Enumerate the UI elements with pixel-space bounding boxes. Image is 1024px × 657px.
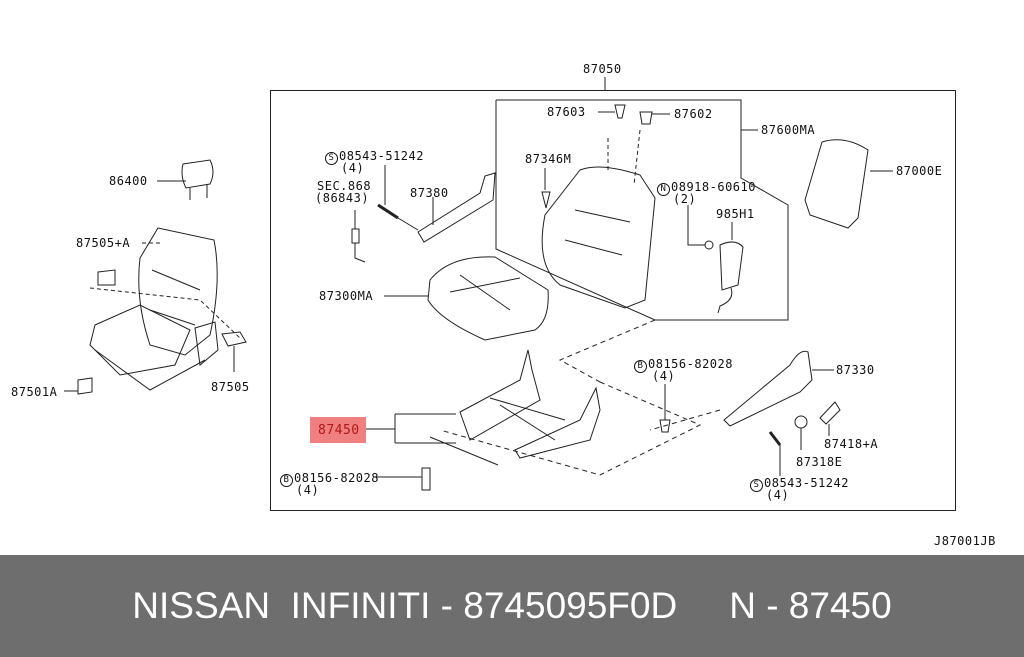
part-label-87330[interactable]: 87330 [836, 363, 875, 377]
part-label-87501a[interactable]: 87501A [11, 385, 58, 399]
qty-label: (4) [296, 483, 320, 497]
s-symbol-icon: S [750, 479, 763, 492]
part-label-87505[interactable]: 87505 [211, 380, 250, 394]
section-ref-label[interactable]: SEC.868 [317, 179, 372, 193]
part-label-87602[interactable]: 87602 [674, 107, 713, 121]
part-label-87380[interactable]: 87380 [410, 186, 449, 200]
part-label-87000e[interactable]: 87000E [896, 164, 943, 178]
qty-label: (4) [766, 488, 790, 502]
highlighted-part-87450[interactable]: 87450 [310, 417, 366, 443]
seat-adjuster-frame-icon [429, 349, 601, 466]
side-cover-icon [723, 350, 813, 427]
seatback-icon [541, 166, 656, 309]
back-board-icon [804, 139, 869, 229]
seatback-frame [495, 99, 789, 321]
part-label-87050[interactable]: 87050 [583, 62, 622, 76]
part-label-87505a[interactable]: 87505+A [76, 236, 131, 250]
part-label-87600ma[interactable]: 87600MA [761, 123, 816, 137]
part-label-985h1[interactable]: 985H1 [716, 207, 755, 221]
highlighted-part-label: 87450 [318, 423, 360, 438]
seat-cushion-icon [427, 256, 549, 341]
seat-assembly-icon [89, 227, 219, 391]
part-label-86400[interactable]: 86400 [109, 174, 148, 188]
section-part-label: (86843) [315, 191, 370, 205]
part-label-87418a[interactable]: 87418+A [824, 437, 879, 451]
qty-label: (2) [673, 192, 697, 206]
part-label-87346m[interactable]: 87346M [525, 152, 572, 166]
b-symbol-icon: B [280, 474, 293, 487]
part-number-banner: NISSAN INFINITI - 8745095F0D N - 87450 [0, 555, 1024, 657]
parts-diagram [64, 77, 956, 511]
part-label-87300ma[interactable]: 87300MA [319, 289, 374, 303]
assembly-frame [270, 90, 956, 511]
b-symbol-icon: B [634, 360, 647, 373]
part-label-87603[interactable]: 87603 [547, 105, 586, 119]
n-symbol-icon: N [657, 183, 670, 196]
s-symbol-icon: S [325, 152, 338, 165]
headrest-icon [181, 159, 214, 200]
banner-diagram-ref: N - 87450 [729, 585, 892, 626]
qty-label: (4) [341, 161, 365, 175]
part-label-87318e[interactable]: 87318E [796, 455, 843, 469]
qty-label: (4) [652, 369, 676, 383]
bracket-icon [417, 172, 496, 243]
diagram-code: J87001JB [934, 534, 996, 548]
banner-part-number: NISSAN INFINITI - 8745095F0D [132, 585, 678, 626]
